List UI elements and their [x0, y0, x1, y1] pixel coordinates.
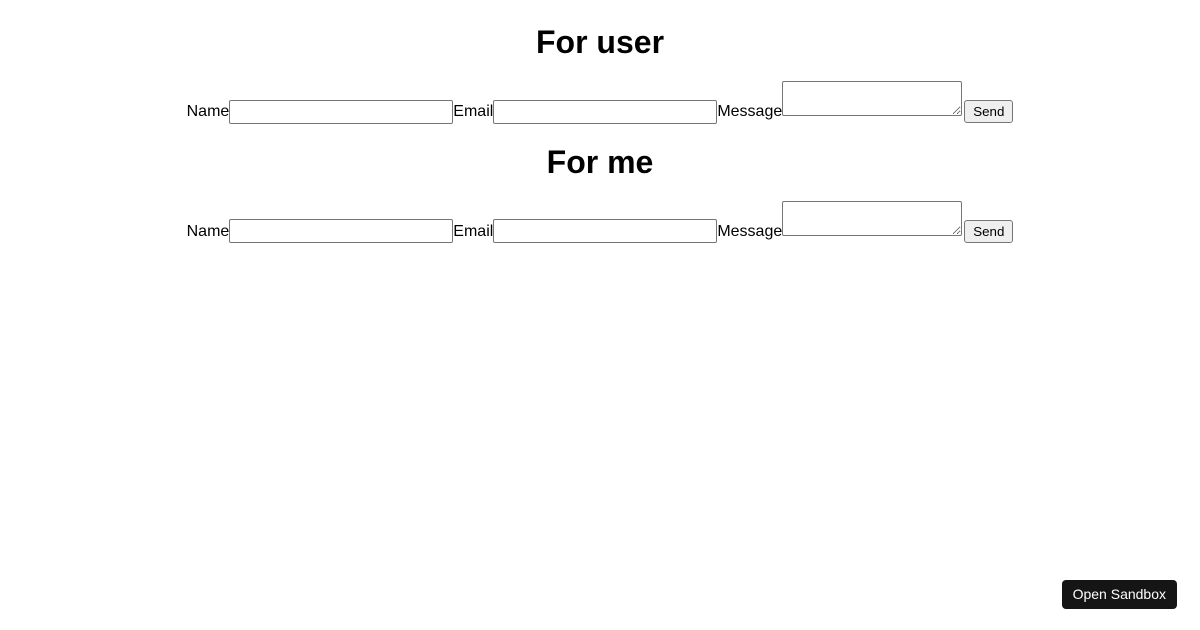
message-textarea[interactable] [782, 81, 963, 116]
email-label: Email [453, 103, 494, 120]
heading-for-user: For user [535, 24, 665, 60]
contact-form-user: Name Email Message Send [8, 81, 1192, 124]
email-input[interactable] [493, 219, 718, 243]
message-label: Message [717, 222, 783, 240]
open-sandbox-button[interactable]: Open Sandbox [1061, 580, 1177, 609]
name-label: Name [186, 222, 230, 240]
message-label: Message [717, 103, 783, 120]
name-input[interactable] [229, 219, 454, 243]
name-input[interactable] [229, 99, 454, 124]
send-button[interactable]: Send [964, 219, 1014, 243]
name-label: Name [186, 103, 230, 120]
heading-for-me: For me [546, 143, 654, 180]
email-label: Email [453, 222, 494, 240]
section-for-user: For user Name Email Message Send [8, 24, 1192, 124]
section-for-me: For me Name Email Message Send [8, 143, 1192, 243]
message-textarea[interactable] [782, 200, 963, 236]
send-button[interactable]: Send [964, 100, 1014, 123]
contact-form-me: Name Email Message Send [8, 200, 1192, 243]
email-input[interactable] [493, 99, 718, 124]
